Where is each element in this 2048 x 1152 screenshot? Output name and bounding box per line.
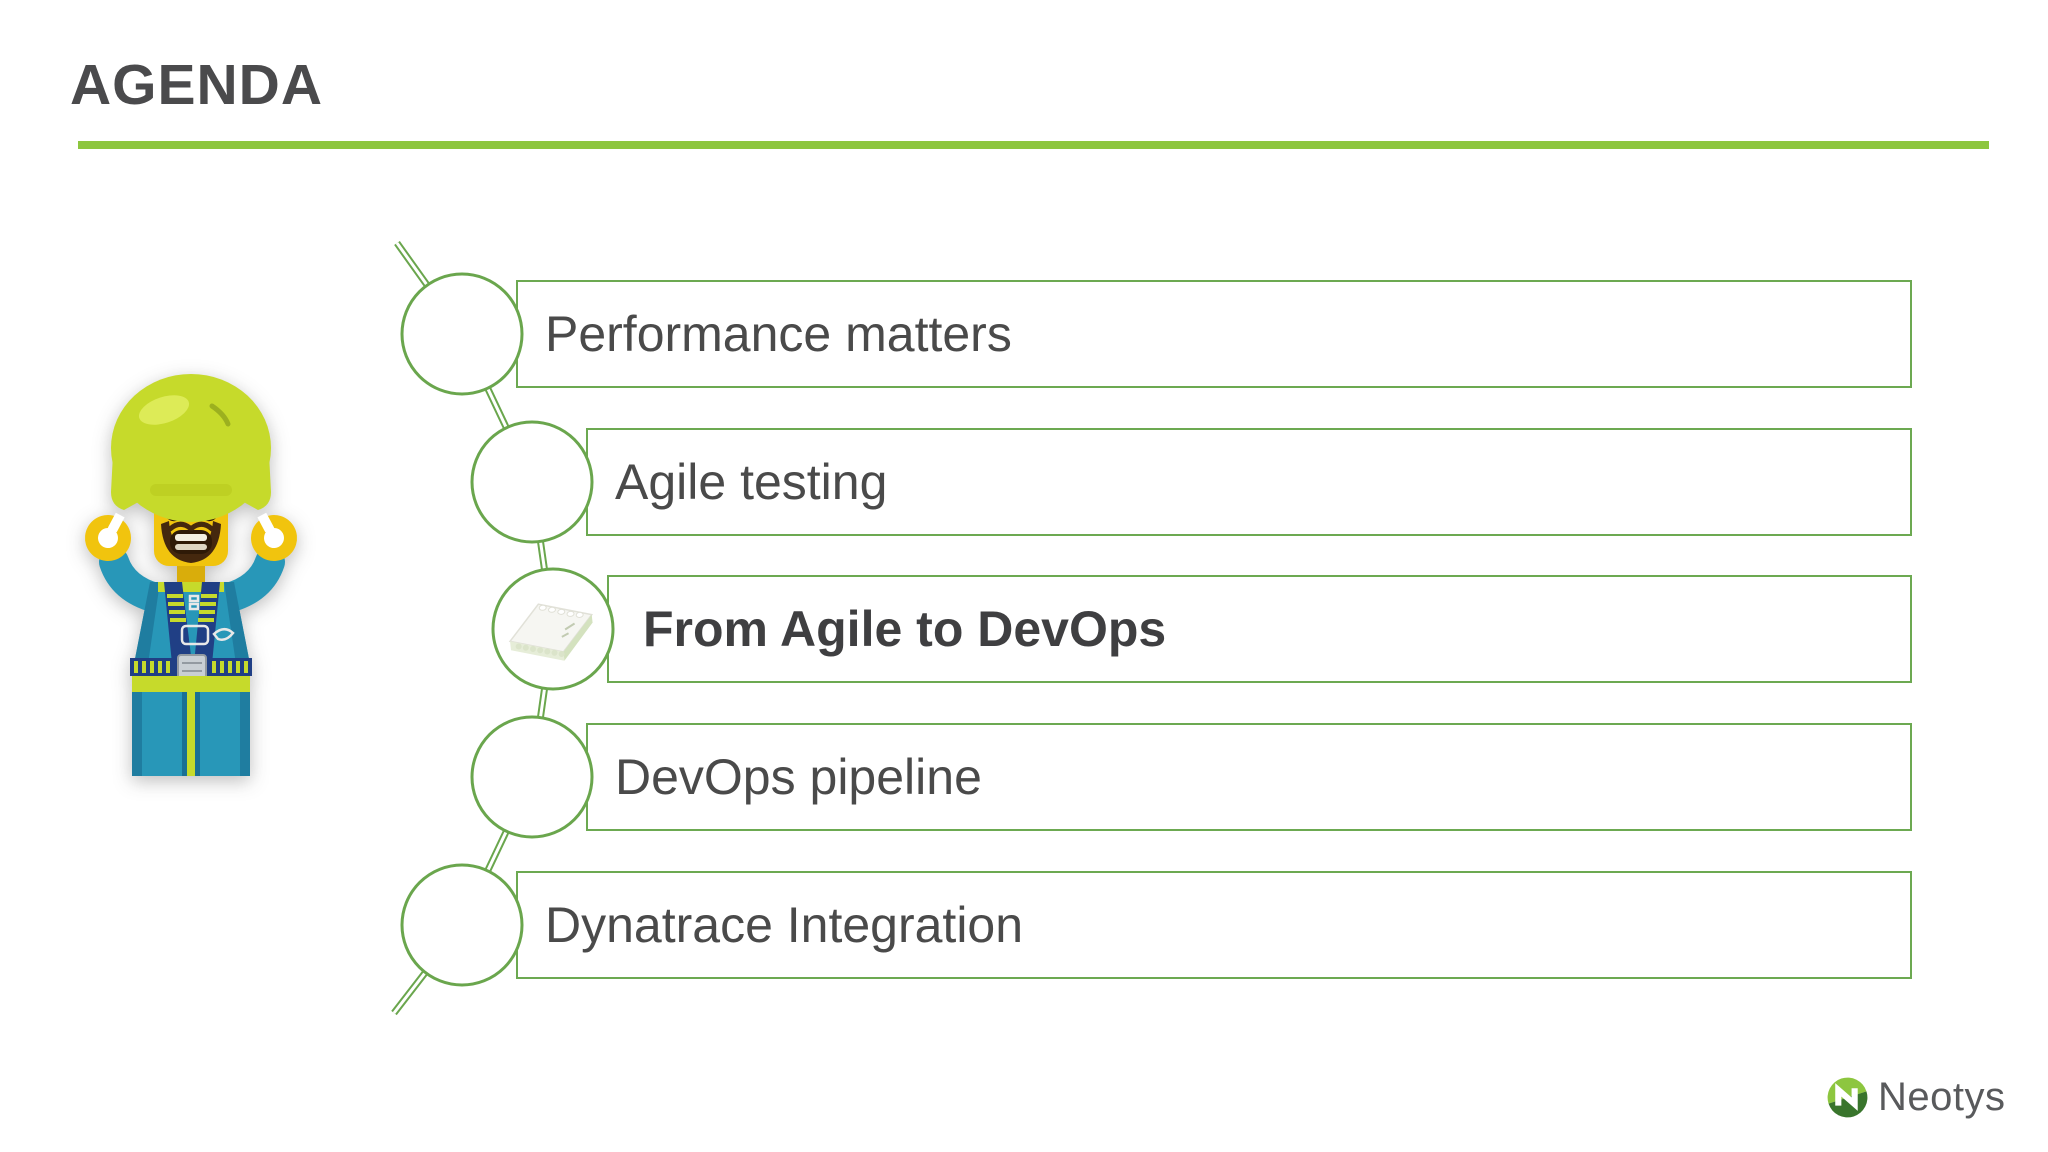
agenda-item-3-current: From Agile to DevOps xyxy=(607,575,1912,683)
agenda-item-1: Performance matters xyxy=(516,280,1912,388)
agenda-item-3-label: From Agile to DevOps xyxy=(643,601,1167,657)
minifig-strap-marks xyxy=(167,594,217,622)
brand-name: Neotys xyxy=(1878,1074,2006,1119)
brand-footer: Neotys xyxy=(1824,1072,2006,1122)
minifig-torso xyxy=(134,582,250,664)
agenda-item-5: Dynatrace Integration xyxy=(516,871,1912,979)
minifig-helmet-brim xyxy=(150,484,232,496)
minifig-torso-shade xyxy=(134,582,160,664)
minifig-mustache xyxy=(167,521,215,532)
lego-skydiver-image xyxy=(85,374,297,776)
minifig-torso-shade2 xyxy=(224,582,250,664)
minifig-neck xyxy=(177,564,205,584)
minifig-right-hand xyxy=(251,512,297,561)
agenda-item-2: Agile testing xyxy=(586,428,1912,536)
minifig-hip-band xyxy=(132,676,250,692)
agenda-item-5-label: Dynatrace Integration xyxy=(545,897,1024,953)
title-underline xyxy=(78,141,1989,149)
minifig-leg-stripe xyxy=(187,692,195,776)
agenda-item-4-label: DevOps pipeline xyxy=(615,749,982,805)
page-title: AGENDA xyxy=(70,53,324,117)
minifig-helmet-dent xyxy=(209,403,231,427)
agenda-item-4: DevOps pipeline xyxy=(586,723,1912,831)
minifig-harness-buckles xyxy=(180,594,235,646)
agenda-item-2-label: Agile testing xyxy=(615,454,888,510)
minifig-left-hand xyxy=(85,512,131,561)
neotys-logo-icon xyxy=(1827,1077,1868,1117)
minifig-collar xyxy=(158,582,224,592)
agenda-item-1-label: Performance matters xyxy=(545,306,1012,362)
minifig-belt-dashes xyxy=(134,661,248,673)
